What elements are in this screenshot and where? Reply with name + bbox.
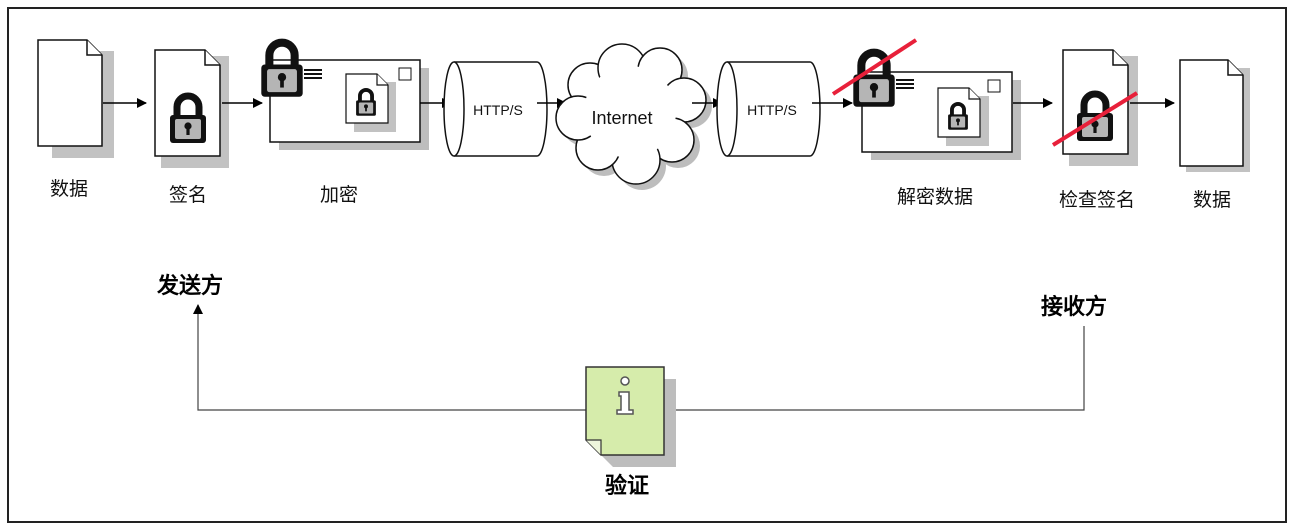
verification-line-right: [668, 326, 1085, 411]
document-icon: [1179, 59, 1250, 172]
pipe-label: HTTP/S: [473, 102, 523, 118]
pipe-label: HTTP/S: [747, 102, 797, 118]
strike-line: [1051, 91, 1139, 147]
verification-label: 验证: [605, 474, 650, 499]
internet-cloud-icon: Internet: [555, 43, 712, 190]
step-label-sign: 签名: [169, 184, 208, 206]
step-label-data: 数据: [50, 178, 89, 200]
decrypted-envelope-icon: [831, 38, 1021, 160]
cloud-label: Internet: [591, 108, 652, 128]
document-icon: [37, 39, 114, 158]
info-note-icon: [585, 366, 676, 467]
http-pipe-right: HTTP/S: [716, 61, 821, 157]
verification-arrow-left: [193, 304, 586, 411]
lock-icon: [261, 43, 302, 97]
lock-icon: [853, 53, 894, 107]
signed-document-icon: [154, 49, 229, 168]
encrypted-envelope-icon: [261, 43, 429, 150]
role-receiver: 接收方: [1041, 295, 1108, 320]
role-sender: 发送方: [157, 274, 224, 299]
step-label-decrypt-data: 解密数据: [897, 186, 974, 208]
check-signature-document-icon: [1051, 49, 1139, 166]
step-label-check-signature: 检查签名: [1059, 189, 1136, 211]
step-label-encrypt: 加密: [320, 184, 359, 206]
strike-line: [831, 38, 918, 96]
step-label-data-right: 数据: [1193, 189, 1232, 211]
http-pipe-left: HTTP/S: [443, 61, 548, 157]
outer-frame: [7, 7, 1287, 523]
